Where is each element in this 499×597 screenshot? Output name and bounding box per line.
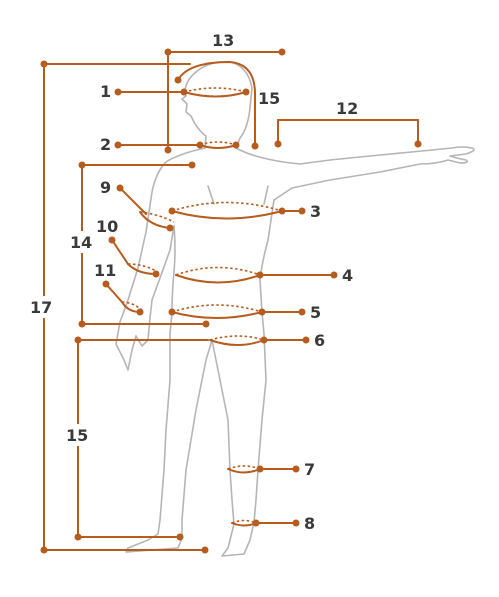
measurement-3-chest: 3 [168, 201, 321, 221]
label-5: 5 [310, 303, 321, 322]
measurement-14-arm-length: 14 [66, 161, 210, 328]
measurement-markings: 1 2 13 15 [26, 31, 422, 554]
torso-left-outline [169, 225, 176, 335]
measurement-2-neck: 2 [100, 135, 240, 154]
right-leg-outline [211, 333, 267, 557]
left-leg-outline [125, 333, 213, 553]
head-outline [181, 61, 253, 149]
label-15-head: 15 [258, 89, 280, 108]
measurement-15-leg: 15 [62, 336, 209, 541]
measurement-4-waist: 4 [175, 266, 353, 285]
label-6: 6 [314, 331, 325, 350]
label-1: 1 [100, 82, 111, 101]
measurement-12-arm: 12 [274, 99, 422, 148]
measurement-11-wrist: 11 [94, 261, 144, 316]
label-2: 2 [100, 135, 111, 154]
label-11: 11 [94, 261, 116, 280]
label-10: 10 [96, 217, 118, 236]
label-8: 8 [304, 514, 315, 533]
chest-detail [207, 185, 269, 205]
measurement-15-over-head: 15 [174, 60, 280, 150]
right-arm-outline [235, 146, 475, 201]
measurement-7-calf: 7 [227, 460, 315, 479]
body-outline [115, 61, 475, 557]
left-arm-outline [115, 147, 206, 371]
torso-right-outline [259, 199, 275, 335]
label-9: 9 [100, 178, 111, 197]
measurement-17-height: 17 [26, 60, 209, 554]
measurement-6-thigh: 6 [209, 331, 325, 350]
measurement-13-head-depth: 13 [164, 31, 286, 154]
label-13: 13 [212, 31, 234, 50]
label-12: 12 [336, 99, 358, 118]
measurement-1-head: 1 [100, 82, 250, 101]
label-14: 14 [70, 233, 92, 252]
label-7: 7 [304, 460, 315, 479]
measurement-8-ankle: 8 [231, 514, 315, 533]
measurement-9-upper-arm: 9 [100, 178, 175, 232]
left-hand-outline [135, 225, 175, 347]
label-4: 4 [342, 266, 353, 285]
label-15-leg: 15 [66, 426, 88, 445]
label-17: 17 [30, 298, 52, 317]
label-3: 3 [310, 202, 321, 221]
measurement-5-hips: 5 [168, 303, 321, 322]
measurement-10-elbow: 10 [96, 217, 160, 278]
